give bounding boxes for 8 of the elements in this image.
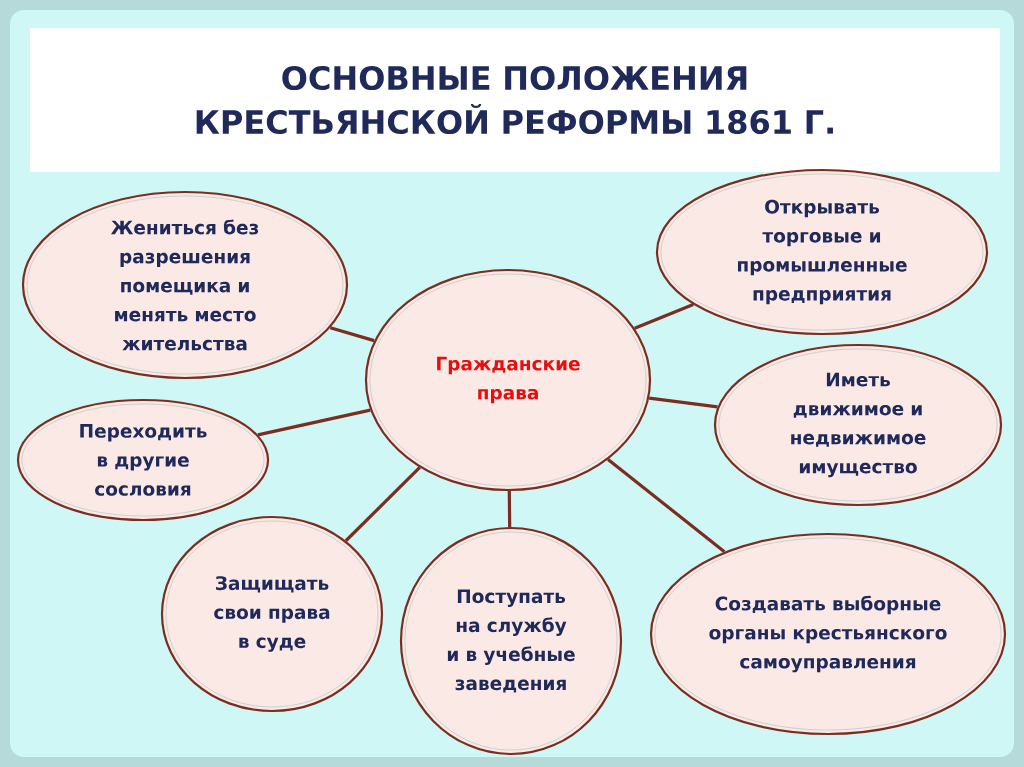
title-banner: ОСНОВНЫЕ ПОЛОЖЕНИЯ КРЕСТЬЯНСКОЙ РЕФОРМЫ 1861 Г. xyxy=(30,28,1000,172)
connector-line xyxy=(648,396,718,409)
connector-line xyxy=(329,326,375,343)
connector-line xyxy=(634,303,694,330)
connector-line xyxy=(507,491,512,527)
connector-line xyxy=(607,458,726,553)
connector-line xyxy=(344,466,421,542)
connector-line xyxy=(257,408,371,437)
